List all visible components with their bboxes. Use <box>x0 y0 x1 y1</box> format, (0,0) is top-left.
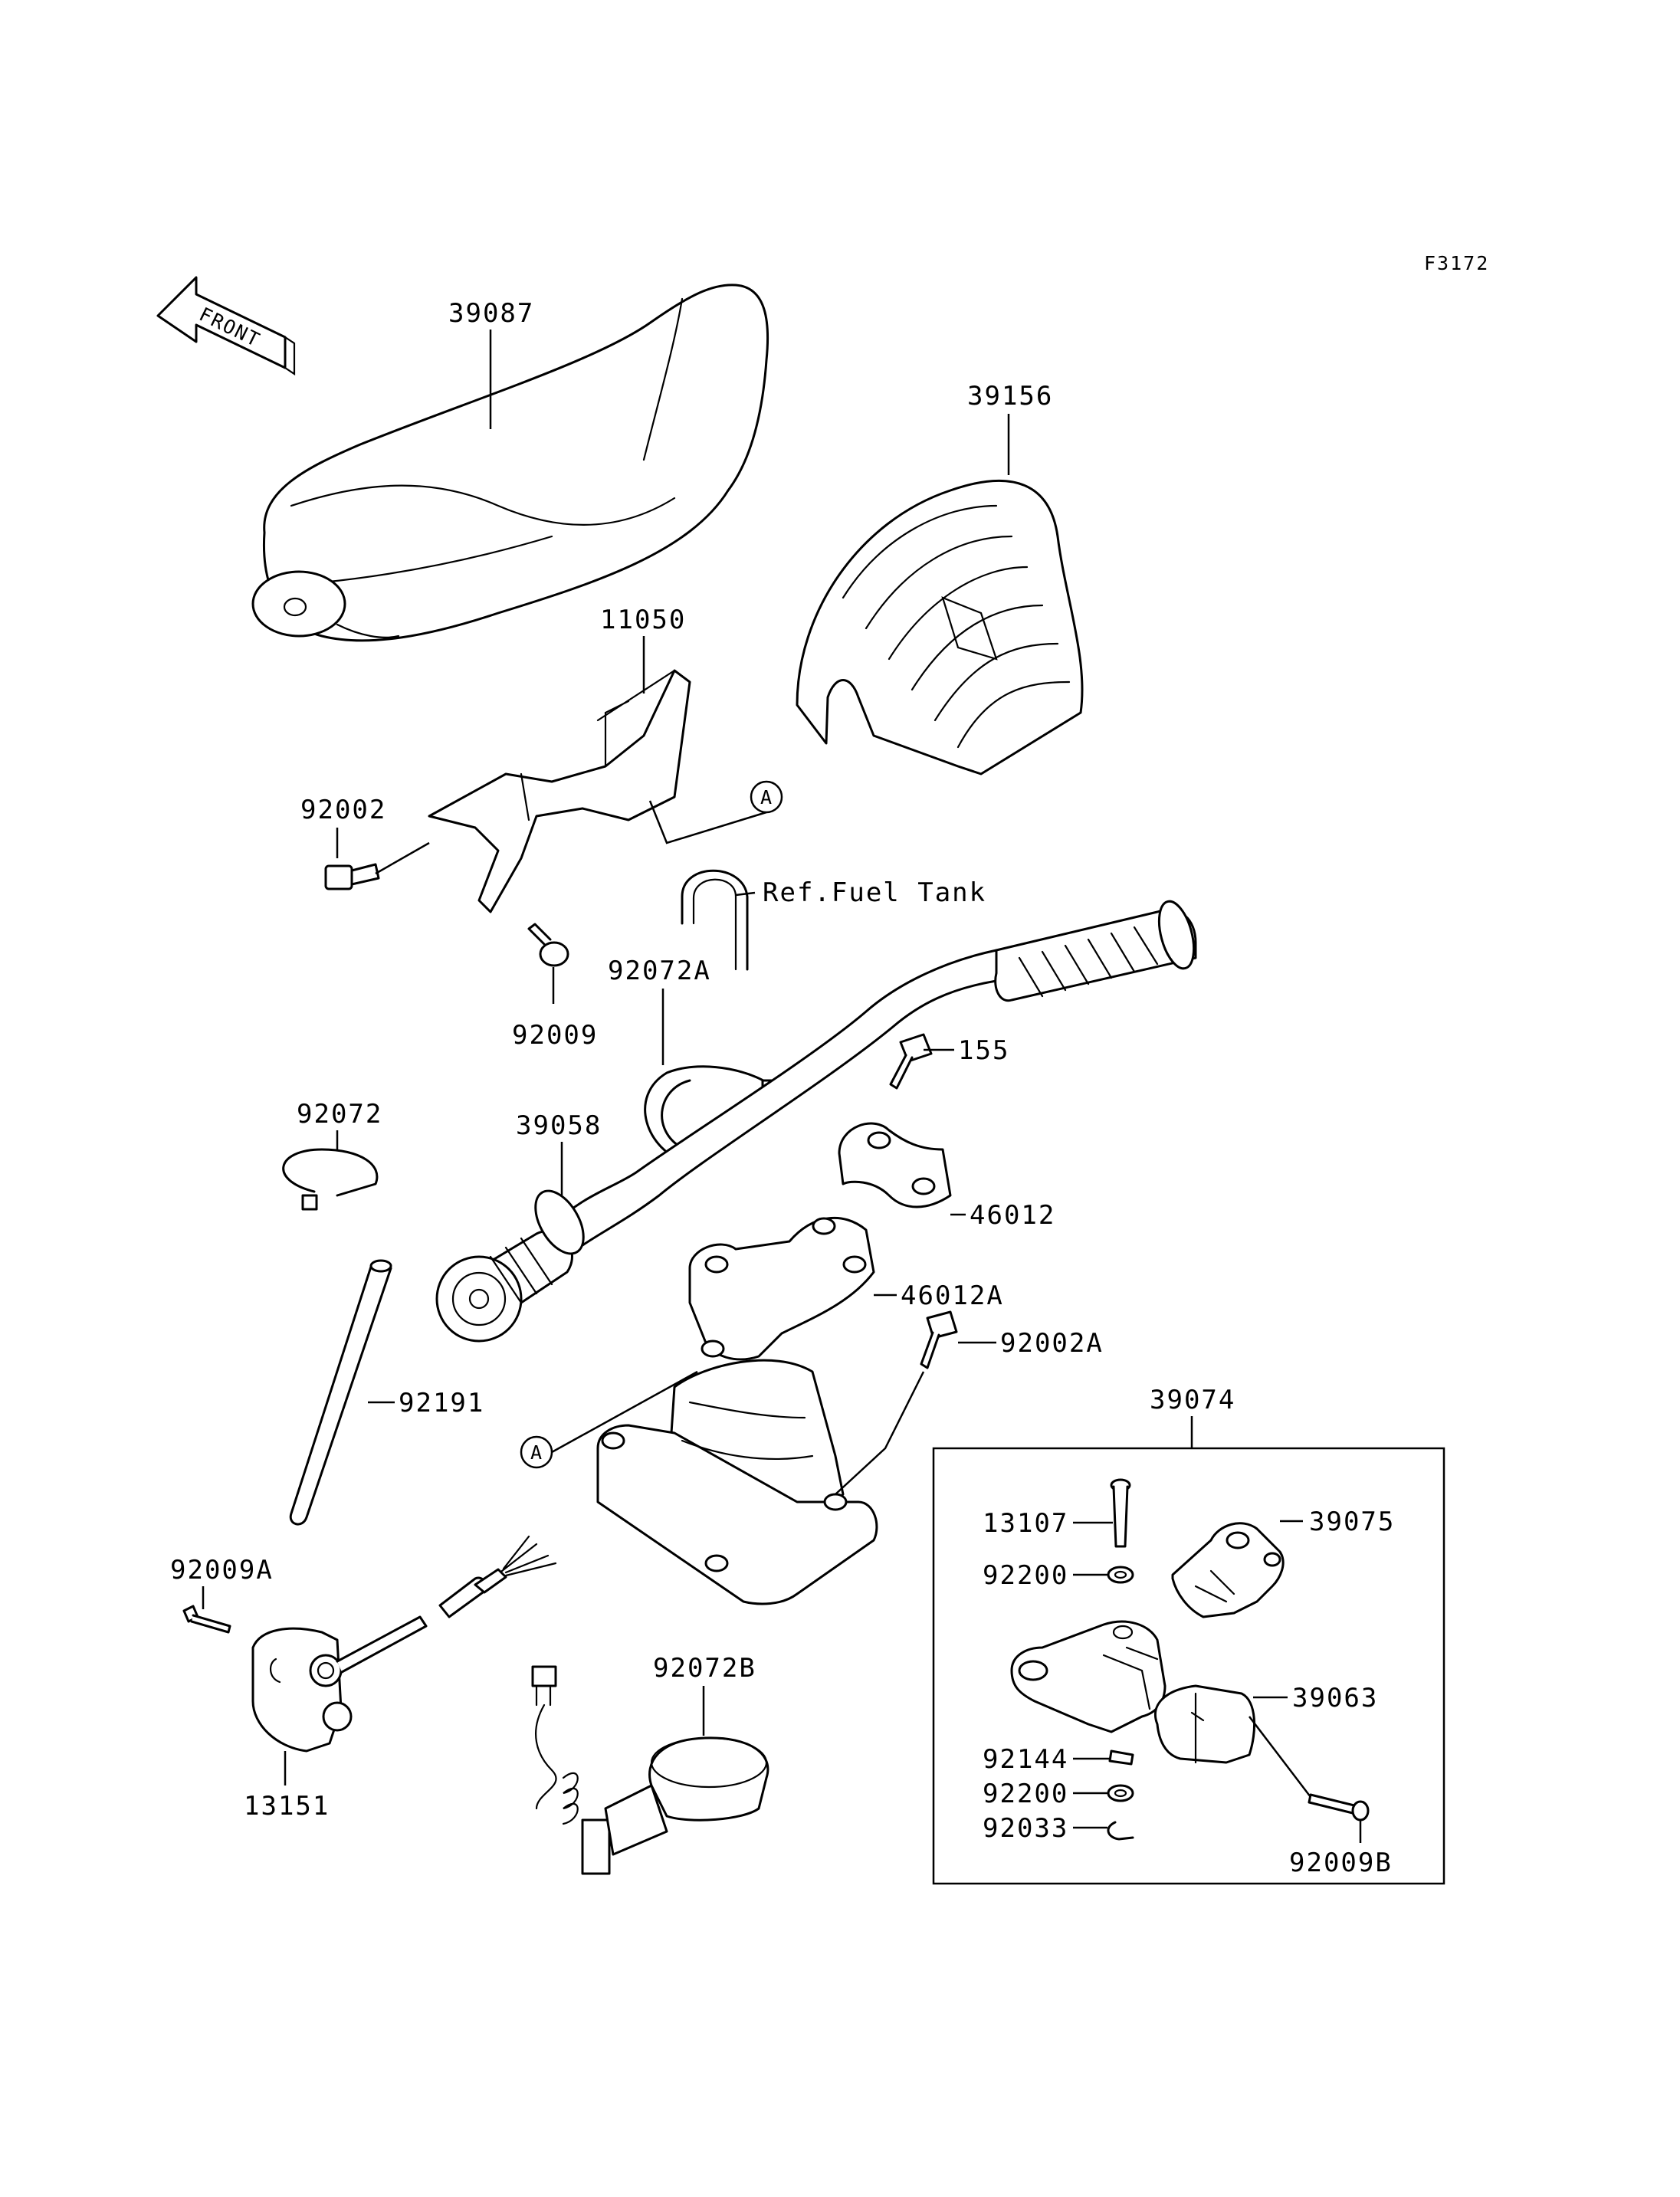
screw-92009B <box>1308 1793 1370 1822</box>
bracket-11050 <box>428 669 691 913</box>
handlebar-39058 <box>435 900 1197 1343</box>
label-92191: 92191 <box>399 1388 484 1418</box>
svg-text:A: A <box>760 786 773 808</box>
label-92144: 92144 <box>983 1744 1068 1775</box>
label-39074: 39074 <box>1150 1385 1235 1415</box>
label-39087: 39087 <box>448 298 534 329</box>
front-arrow-icon: FRONT <box>156 276 296 376</box>
label-92009: 92009 <box>512 1020 598 1051</box>
pin-13107 <box>1110 1478 1131 1548</box>
holder-46012 <box>838 1122 952 1208</box>
clamp-92072 <box>282 1148 379 1197</box>
cover-39063 <box>1154 1684 1256 1764</box>
circlip-92033 <box>1107 1821 1134 1841</box>
label-92200-lower: 92200 <box>983 1779 1068 1809</box>
screw-92009 <box>527 923 569 967</box>
label-155: 155 <box>958 1035 1009 1066</box>
bolt-92002 <box>324 863 380 890</box>
bolt-155 <box>889 1033 933 1090</box>
label-92072A: 92072A <box>608 956 711 986</box>
label-11050: 11050 <box>600 605 686 635</box>
label-92072B: 92072B <box>653 1653 756 1684</box>
holder-46012A <box>596 1216 878 1605</box>
label-39058: 39058 <box>516 1110 602 1141</box>
label-ref-fuel-tank: Ref.Fuel Tank <box>763 877 986 908</box>
spring-92144 <box>1108 1749 1134 1766</box>
washer-92200-lower <box>1107 1784 1134 1802</box>
label-46012: 46012 <box>970 1200 1055 1231</box>
label-39063: 39063 <box>1292 1683 1378 1713</box>
throttle-housing <box>1010 1620 1166 1733</box>
label-92009B: 92009B <box>1289 1848 1393 1878</box>
ref-marker-a-lower: A <box>520 1435 553 1469</box>
washer-92200-upper <box>1107 1566 1134 1584</box>
fuel-hose <box>681 869 749 971</box>
ref-marker-a-upper: A <box>750 780 783 814</box>
label-39156: 39156 <box>967 381 1053 412</box>
leader-lines <box>202 330 1362 1843</box>
label-92009A: 92009A <box>170 1555 274 1585</box>
seat-39087 <box>251 284 769 642</box>
label-92072: 92072 <box>297 1099 382 1130</box>
label-92002: 92002 <box>300 795 386 825</box>
svg-text:A: A <box>530 1441 543 1464</box>
bolt-92002A <box>920 1310 958 1369</box>
screw-92009A <box>182 1605 231 1634</box>
group-box-39074 <box>932 1447 1445 1885</box>
label-92033: 92033 <box>983 1813 1068 1844</box>
tube-92191 <box>289 1263 392 1526</box>
clamp-92072A <box>644 1065 776 1166</box>
label-39075: 39075 <box>1309 1507 1395 1537</box>
label-92002A: 92002A <box>1000 1328 1104 1359</box>
lanyard-92072B <box>531 1665 769 1875</box>
figure-code: F3172 <box>1424 252 1489 274</box>
label-13151: 13151 <box>244 1791 330 1822</box>
label-92200-upper: 92200 <box>983 1560 1068 1591</box>
label-46012A: 46012A <box>901 1280 1004 1311</box>
lever-39075 <box>1171 1522 1285 1618</box>
label-13107: 13107 <box>983 1508 1068 1539</box>
switch-13151 <box>251 1535 557 1753</box>
boot-39156 <box>796 480 1084 776</box>
